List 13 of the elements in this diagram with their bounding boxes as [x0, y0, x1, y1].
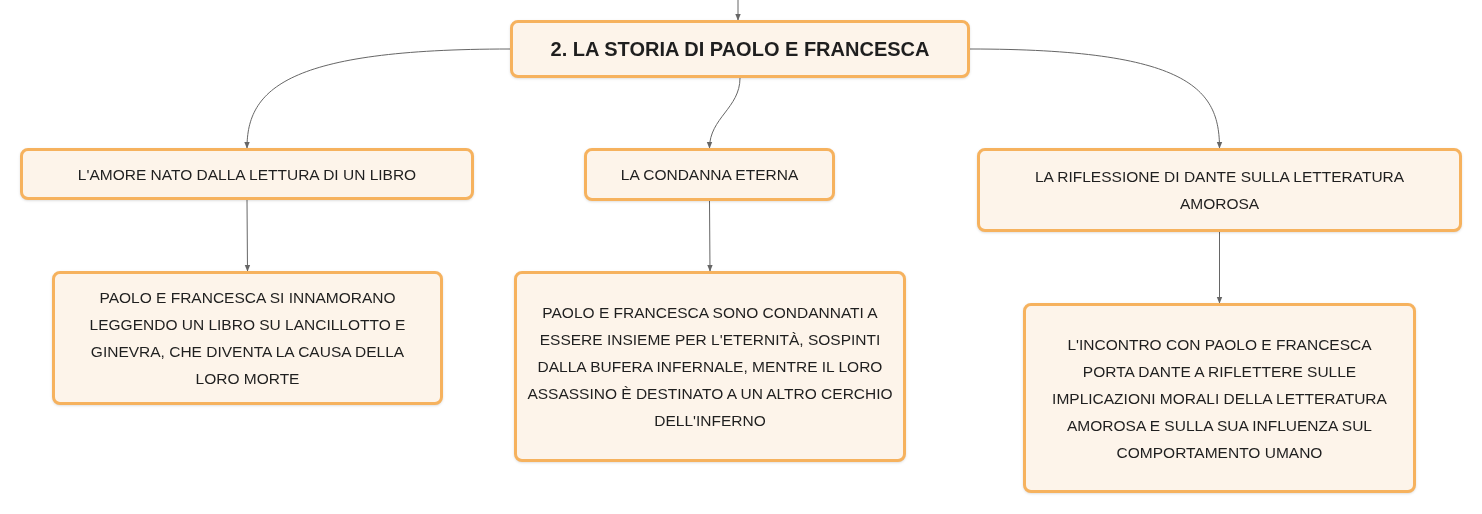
- arrow: [969, 48, 1222, 149]
- arrow: [244, 48, 511, 149]
- topic-box: PAOLO E FRANCESCA SI INNAMORANO LEGGENDO UN LIBRO SU LANCILLOTTO E GINEVRA, CHE DIVENTA LA CAUSA DELLA LORO MORTE: [52, 271, 443, 405]
- arrow: [1216, 231, 1223, 304]
- topic-box: L'INCONTRO CON PAOLO E FRANCESCA PORTA DANTE A RIFLETTERE SULLE IMPLICAZIONI MORALI DELLA LETTERATURA AMOROSA E SULLA SUA INFLUENZA SUL COMPORTAMENTO UMANO: [1023, 303, 1416, 493]
- title-box: 2. LA STORIA DI PAOLO E FRANCESCA: [510, 20, 970, 78]
- topic-box: L'AMORE NATO DALLA LETTURA DI UN LIBRO: [20, 148, 474, 200]
- topic-box: LA RIFLESSIONE DI DANTE SULLA LETTERATURA AMOROSA: [977, 148, 1462, 232]
- arrow: [735, 0, 741, 21]
- arrow: [707, 200, 713, 272]
- arrow: [707, 77, 741, 149]
- topic-box: PAOLO E FRANCESCA SONO CONDANNATI A ESSERE INSIEME PER L'ETERNITÀ, SOSPINTI DALLA BUFERA INFERNALE, MENTRE IL LORO ASSASSINO È DESTINATO A UN ALTRO CERCHIO DELL'INFERNO: [514, 271, 906, 462]
- topic-box: LA CONDANNA ETERNA: [584, 148, 835, 201]
